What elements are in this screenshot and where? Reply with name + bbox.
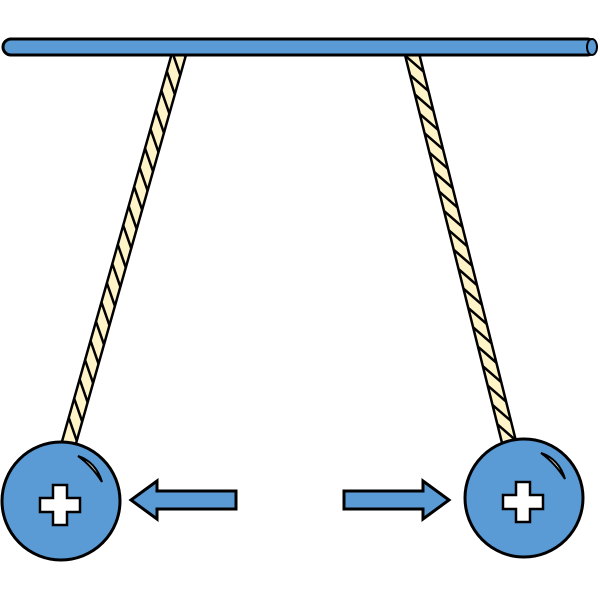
left-string [59, 50, 188, 450]
plus-icon [501, 480, 545, 524]
right-ball [463, 437, 585, 559]
highlight-icon [540, 452, 566, 480]
highlight-icon [77, 455, 103, 483]
strings [59, 50, 519, 450]
right-string [403, 50, 519, 450]
left-ball [0, 440, 122, 562]
right-arrow-icon [342, 478, 452, 522]
support-bar [1, 37, 598, 57]
left-arrow-icon [128, 478, 238, 522]
plus-icon [38, 483, 82, 527]
